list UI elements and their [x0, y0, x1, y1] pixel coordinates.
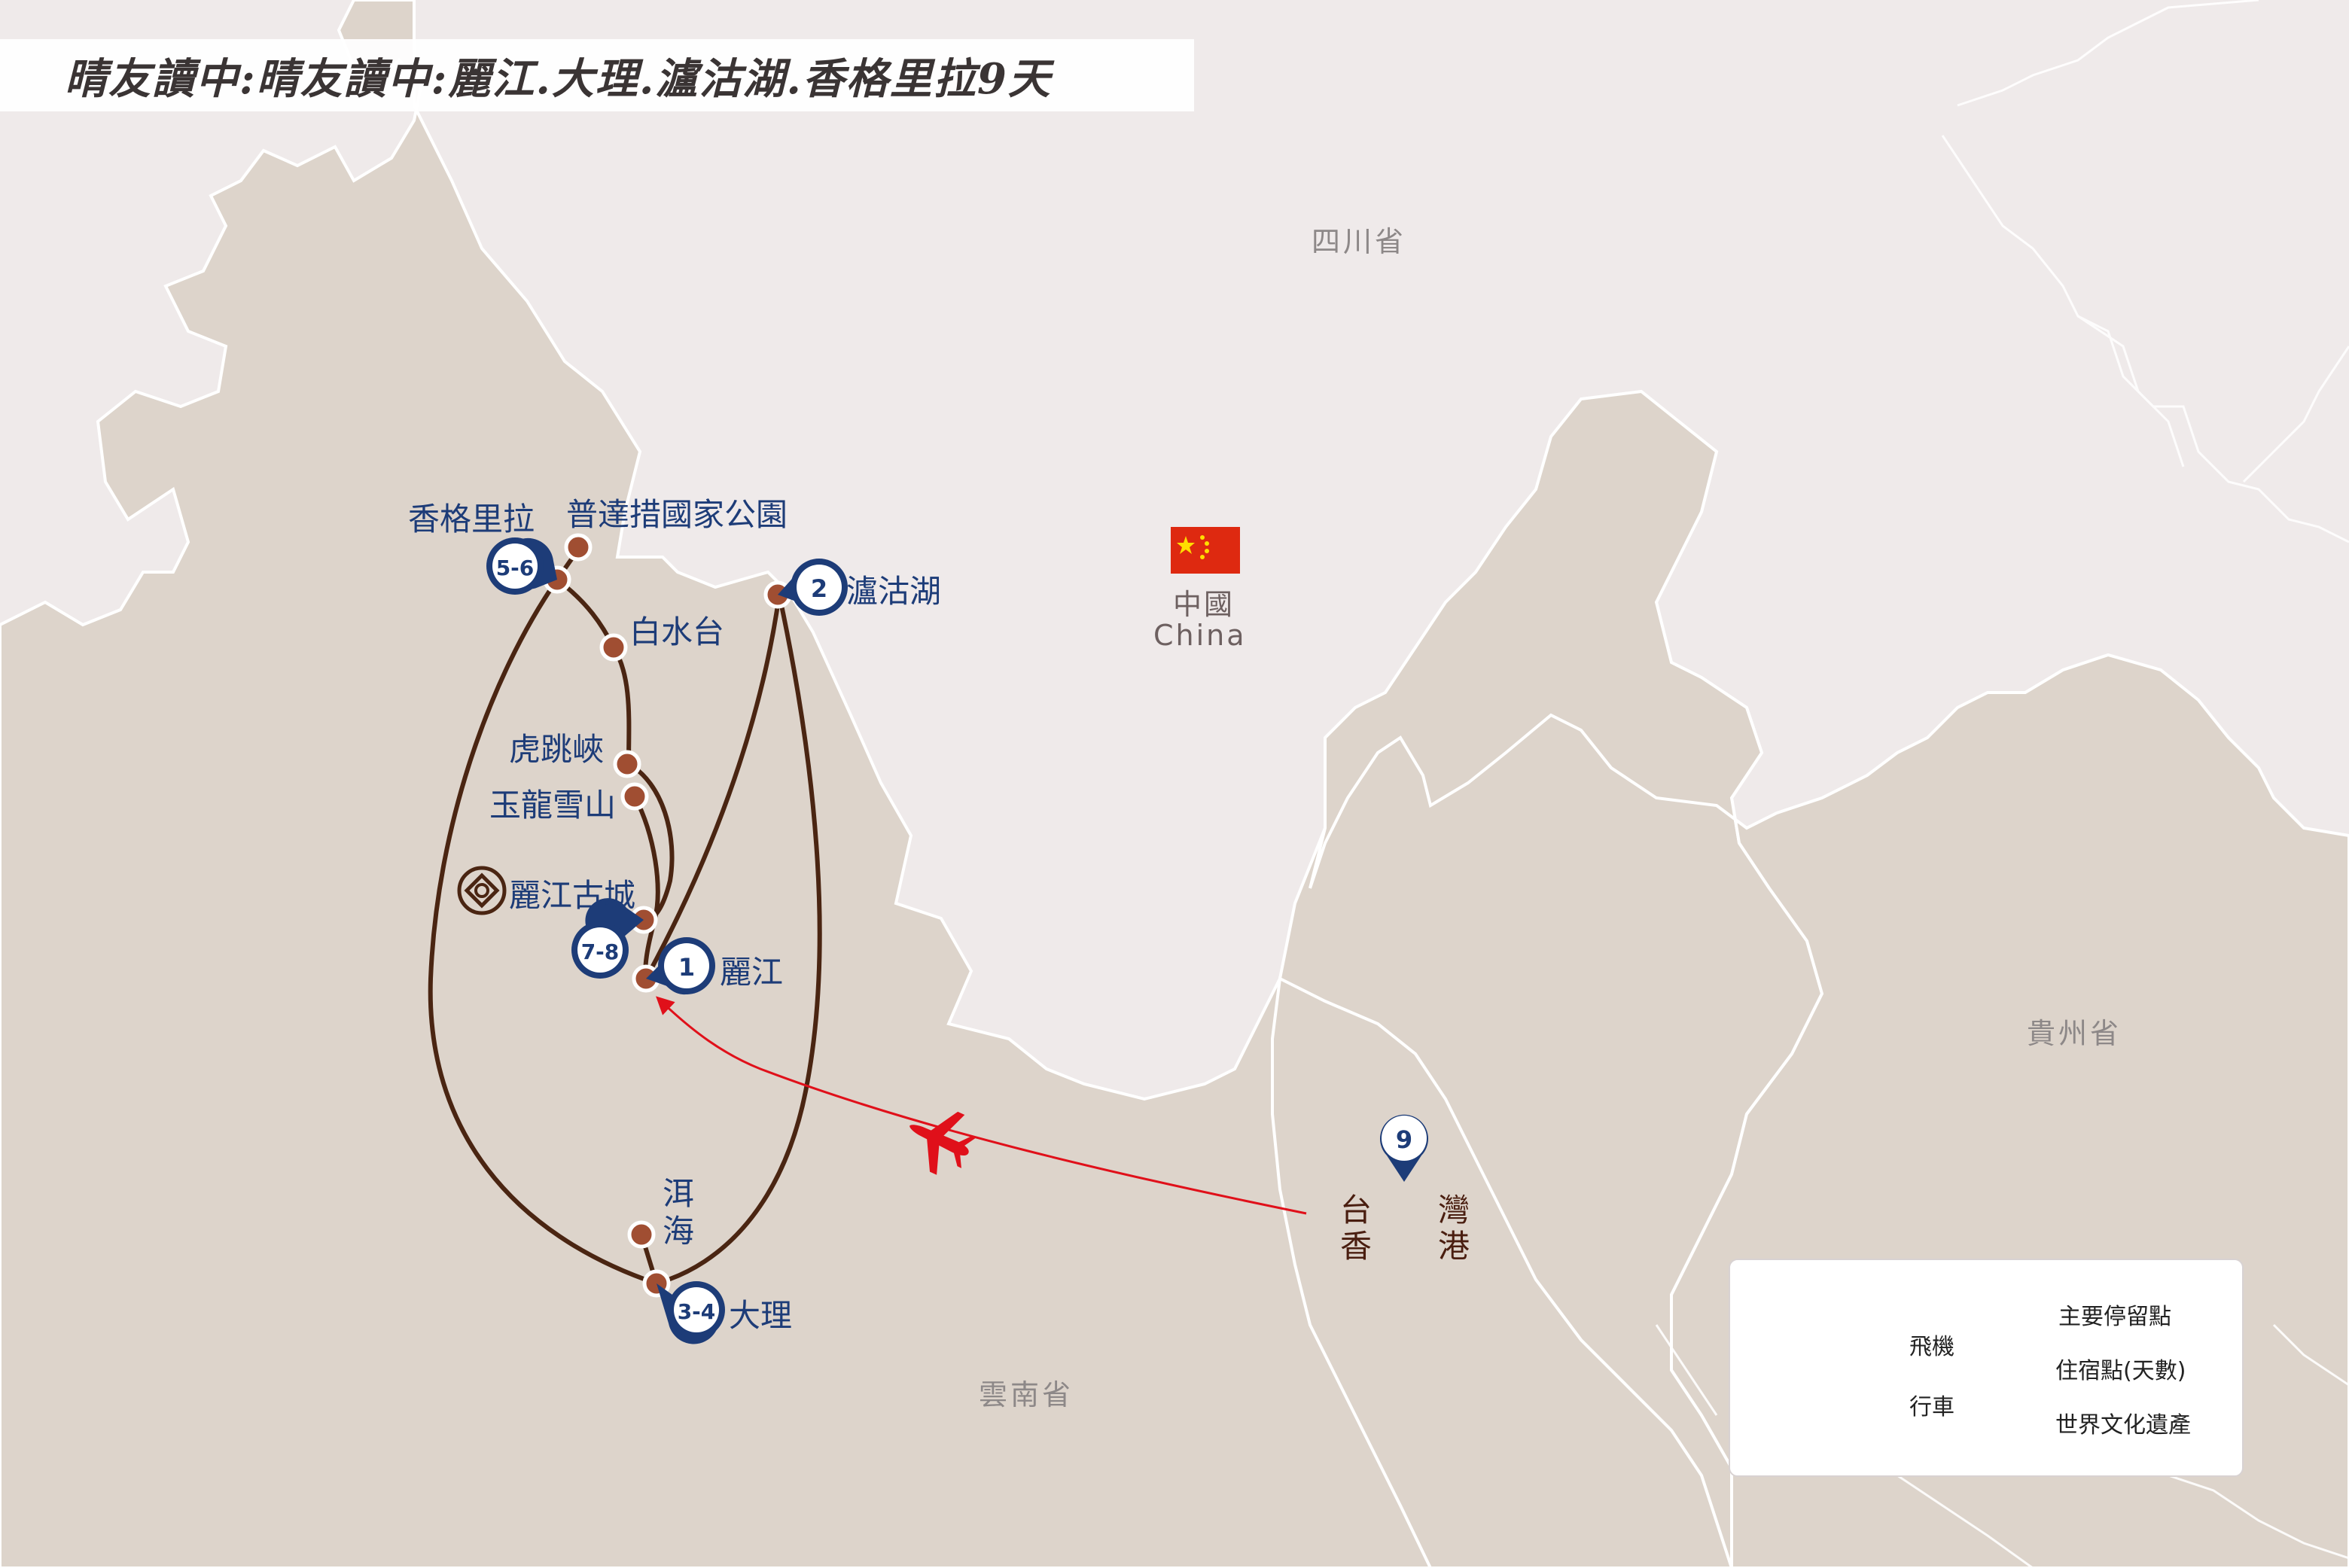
place-label-erhai-2: 海 [663, 1213, 695, 1250]
stop-dot-pudacuo [564, 533, 593, 562]
stay-label-shangrila: 5-6 [496, 556, 535, 580]
stay-label-origin: 9 [1396, 1125, 1412, 1154]
route-lugu-dali-outer [654, 592, 822, 1286]
stop-dot-jadedragon [620, 782, 649, 811]
legend-label-stay: 住宿點(天數) [2055, 1358, 2186, 1384]
stop-dot-erhai [627, 1220, 656, 1249]
region-label-yunnan: 雲南省 [979, 1378, 1074, 1411]
page-title: 晴友讀中:晴友讀中:麗江.大理.瀘沽湖.香格里拉9天 [65, 54, 1052, 104]
legend-label-heritage: 世界文化遺產 [2055, 1412, 2191, 1439]
legend-label-flight: 飛機 [1909, 1334, 1954, 1360]
region-label-guizhou: 貴州省 [2027, 1017, 2122, 1050]
place-label-erhai-1: 洱 [663, 1175, 695, 1212]
place-label-lugu: 瀘沽湖 [846, 573, 942, 610]
place-label-lijiang: 麗江 [720, 954, 784, 991]
stay-marker-lugu: 2 [778, 559, 848, 616]
province-borders [1655, 0, 2349, 1568]
place-label-oldtown: 麗江古城 [509, 877, 636, 914]
place-label-shangrila: 香格里拉 [408, 501, 535, 537]
legend-label-stop: 主要停留點 [2058, 1304, 2171, 1330]
route-shangrila-dali-outer [428, 577, 659, 1286]
stay-label-lijiang: 1 [678, 953, 695, 982]
stop-dot-baishuitai [599, 633, 628, 662]
stop-dot-tigerleap [613, 750, 641, 778]
title-bar [0, 39, 1194, 111]
stay-label-dali: 3-4 [678, 1299, 716, 1324]
stay-marker-origin: 9 [1380, 1114, 1428, 1182]
stay-marker-dali: 3-4 [657, 1281, 725, 1344]
place-label-tigerleap: 虎跳峽 [509, 731, 605, 768]
stay-label-lugu: 2 [811, 574, 827, 603]
stay-label-oldtown: 7-8 [581, 939, 620, 964]
origin-label-gang: 港 [1438, 1228, 1470, 1265]
world-heritage-icon [457, 866, 507, 915]
map-legend [1729, 1259, 2244, 1477]
china-flag-icon [1171, 527, 1240, 574]
country-label-en: China [1153, 619, 1247, 652]
drive-routes [428, 547, 822, 1286]
flight-route [656, 996, 1307, 1215]
stay-marker-lijiang: 1 [646, 937, 715, 995]
origin-label-xiang: 香 [1340, 1228, 1373, 1265]
country-label-zh: 中國 [1173, 588, 1235, 621]
place-label-jadedragon: 玉龍雪山 [489, 787, 617, 824]
route-lijiang-lugu-inner [644, 592, 781, 981]
route-jade-lijiang [632, 794, 660, 981]
stay-marker-shangrila: 5-6 [486, 537, 557, 595]
stay-marker-oldtown: 7-8 [571, 898, 644, 979]
place-label-dali: 大理 [729, 1297, 793, 1334]
origin-label-tai: 台 [1340, 1192, 1373, 1229]
place-label-baishuitai: 白水台 [629, 613, 725, 650]
origin-label-wan: 灣 [1438, 1192, 1470, 1229]
region-label-sichuan: 四川省 [1312, 225, 1407, 258]
airplane-icon [909, 1111, 976, 1175]
place-label-pudacuo: 普達措國家公園 [566, 496, 788, 533]
legend-label-drive: 行車 [1909, 1394, 1954, 1420]
